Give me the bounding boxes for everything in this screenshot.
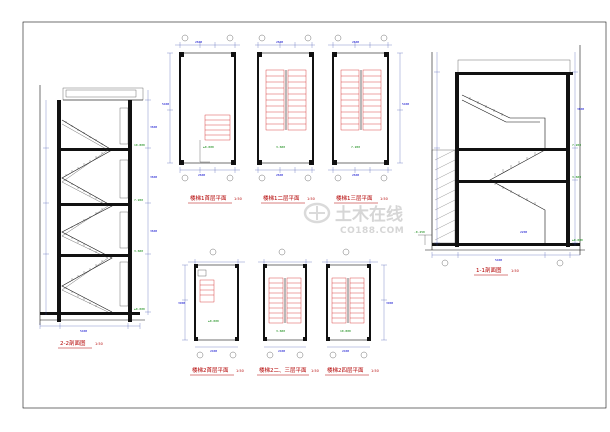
stair2-ground-level: ±0.000	[208, 319, 219, 323]
stair2-top-level: 10.800	[340, 329, 351, 333]
section-2-2-level-2: 7.200	[134, 198, 143, 202]
section-2-2-dim-a: 5400	[80, 329, 87, 333]
stair1-mid-scale: 1:50	[307, 197, 315, 201]
stair1-ground-dim-left: 5400	[162, 102, 169, 106]
stair1-top-dim-bottom: 2600	[352, 173, 359, 177]
section-2-2	[39, 85, 151, 329]
section-1-1-level-neg: -0.450	[414, 230, 425, 234]
section-2-2-dim-b: 3600	[150, 125, 157, 129]
stair2-ground-title-block: 楼梯2首层平面 1:50	[190, 366, 244, 376]
section-2-2-dim-c: 3600	[150, 175, 157, 179]
stair2-ground-plan	[182, 248, 245, 359]
sheet-border	[22, 21, 607, 409]
stair1-mid-dim-top: 2600	[276, 40, 283, 44]
section-2-2-scale: 1:50	[95, 342, 103, 346]
stair1-top-title-block: 楼梯1三层平面 1:50	[334, 194, 388, 204]
stair1-ground-dim-top: 2600	[195, 40, 202, 44]
stair2-mid-title-block: 楼梯2二、三层平面 1:50	[257, 366, 319, 376]
stair2-top-plan	[322, 248, 387, 359]
section-1-1-title-block: 1-1剖面图 1:50	[474, 266, 519, 276]
section-1-1-title: 1-1剖面图	[476, 266, 502, 274]
stair2-mid-title: 楼梯2二、三层平面	[259, 366, 307, 374]
stair2-mid-plan	[258, 248, 312, 359]
stair1-ground-level: ±0.000	[203, 145, 214, 149]
stair1-top-scale: 1:50	[380, 197, 388, 201]
stair1-ground-dim-bottom: 2600	[198, 173, 205, 177]
stair1-top-title: 楼梯1三层平面	[336, 194, 373, 202]
section-2-2-level-0: ±0.000	[134, 307, 145, 311]
watermark-logo	[303, 202, 331, 224]
stair1-top-level: 7.200	[351, 145, 360, 149]
stair2-ground-scale: 1:50	[236, 369, 244, 373]
stair2-top-dim-bottom: 2400	[342, 349, 349, 353]
stair2-ground-title: 楼梯2首层平面	[192, 366, 229, 374]
stair2-mid-level: 3.600	[276, 329, 285, 333]
section-2-2-level-3: 10.800	[134, 143, 145, 147]
stair2-mid-scale: 1:50	[311, 369, 319, 373]
section-2-2-title: 2-2剖面图	[60, 339, 86, 347]
stair1-mid-title: 楼梯1二层平面	[263, 194, 300, 202]
stair2-top-title: 楼梯2四层平面	[327, 366, 364, 374]
stair1-top-dim-right: 5400	[402, 102, 409, 106]
stair1-mid-plan	[255, 34, 315, 182]
section-2-2-level-1: 3.600	[134, 249, 143, 253]
watermark: 土木在线 CO188.COM	[303, 202, 404, 236]
section-1-1	[418, 45, 585, 267]
section-1-1-level-2: 7.200	[572, 143, 581, 147]
section-1-1-dim-bottom: 5400	[495, 258, 502, 262]
stair1-ground-title: 楼梯1首层平面	[190, 194, 227, 202]
section-1-1-dim-span: 2200	[520, 230, 527, 234]
stair2-mid-dim-bottom: 2400	[278, 349, 285, 353]
section-1-1-level-0: ±0.000	[572, 238, 583, 242]
section-1-1-scale: 1:50	[511, 269, 519, 273]
section-1-1-dim-right: 3600	[577, 107, 584, 111]
stair1-ground-title-block: 楼梯1首层平面 1:50	[188, 194, 242, 204]
watermark-secondary: CO188.COM	[340, 226, 404, 236]
watermark-primary: 土木在线	[335, 204, 403, 225]
stair1-mid-dim-bottom: 2600	[276, 173, 283, 177]
section-2-2-dim-d: 3600	[150, 229, 157, 233]
stair2-top-dim-right: 3900	[386, 301, 393, 305]
stair1-mid-title-block: 楼梯1二层平面 1:50	[261, 194, 315, 204]
stair1-ground-plan	[167, 34, 240, 182]
section-1-1-level-1: 3.600	[572, 175, 581, 179]
stair1-top-plan	[328, 34, 403, 182]
stair2-top-scale: 1:50	[371, 369, 379, 373]
stair2-top-title-block: 楼梯2四层平面 1:50	[325, 366, 379, 376]
stair2-ground-dim-bottom: 2400	[210, 349, 217, 353]
stair1-ground-scale: 1:50	[234, 197, 242, 201]
stair1-mid-level: 3.600	[276, 145, 285, 149]
stair1-top-dim-top: 2600	[352, 40, 359, 44]
stair2-ground-dim-left: 3900	[178, 301, 185, 305]
section-2-2-title-block: 2-2剖面图 1:50	[58, 339, 103, 349]
